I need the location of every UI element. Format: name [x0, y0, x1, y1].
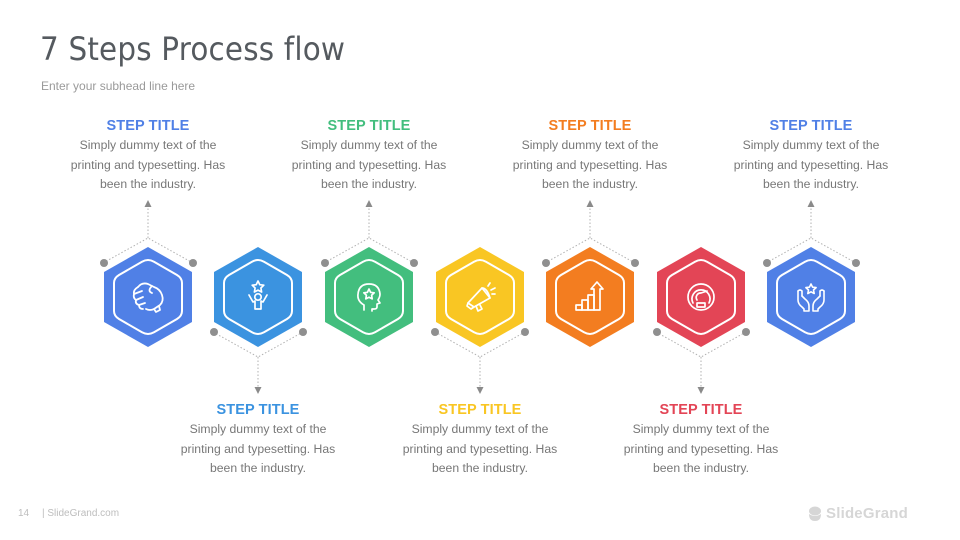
desc-line: printing and typesetting. Has — [291, 157, 447, 172]
step-description: Simply dummy text of the printing and ty… — [163, 420, 353, 479]
step-4-text: STEP TITLE Simply dummy text of the prin… — [385, 400, 575, 479]
step-title: STEP TITLE — [659, 402, 743, 418]
step-1-hexagon — [104, 247, 192, 347]
step-title: STEP TITLE — [327, 118, 411, 134]
megaphone-icon — [466, 282, 496, 312]
desc-line: been the industry. — [321, 177, 417, 191]
step-1-text: STEP TITLE Simply dummy text of the prin… — [53, 116, 243, 195]
step-description: Simply dummy text of the printing and ty… — [274, 136, 464, 195]
brand-logo: SlideGrand — [808, 505, 908, 522]
step-5-text: STEP TITLE Simply dummy text of the prin… — [495, 116, 685, 195]
logo-icon — [809, 506, 821, 521]
desc-line: been the industry. — [542, 177, 638, 191]
desc-line: Simply dummy text of the — [742, 138, 880, 152]
step-description: Simply dummy text of the printing and ty… — [606, 420, 796, 479]
arrow-heads — [144, 200, 815, 394]
desc-line: Simply dummy text of the — [189, 422, 327, 436]
desc-line: printing and typesetting. Has — [70, 157, 226, 172]
arrow-up-icon — [144, 200, 152, 207]
step-6-hexagon — [657, 247, 745, 347]
step-6-text: STEP TITLE Simply dummy text of the prin… — [606, 400, 796, 479]
desc-line: Simply dummy text of the — [521, 138, 659, 152]
desc-line: printing and typesetting. Has — [623, 441, 779, 456]
desc-line: Simply dummy text of the — [300, 138, 438, 152]
desc-line: printing and typesetting. Has — [402, 441, 558, 456]
head-star-icon — [357, 283, 381, 312]
step-2-hexagon — [214, 247, 302, 347]
desc-line: been the industry. — [763, 177, 859, 191]
step-title: STEP TITLE — [769, 118, 853, 134]
step-3-text: STEP TITLE Simply dummy text of the prin… — [274, 116, 464, 195]
connector-dots — [100, 259, 860, 336]
logo-text: SlideGrand — [826, 505, 909, 522]
desc-line: printing and typesetting. Has — [512, 157, 668, 172]
step-3-hexagon — [325, 247, 413, 347]
arrow-up-icon — [807, 200, 815, 207]
step-5-hexagon — [546, 247, 634, 347]
step-4-hexagon — [436, 247, 524, 347]
arrow-down-icon — [476, 387, 484, 394]
speedometer-icon — [687, 283, 715, 311]
arrow-down-icon — [254, 387, 262, 394]
footer-website: | SlideGrand.com — [42, 508, 120, 519]
step-2-text: STEP TITLE Simply dummy text of the prin… — [163, 400, 353, 479]
step-7-hexagon — [767, 247, 855, 347]
handshake-icon — [132, 282, 164, 313]
growth-chart-icon — [575, 281, 604, 311]
connectors-bottom — [212, 331, 747, 388]
step-description: Simply dummy text of the printing and ty… — [53, 136, 243, 195]
step-title: STEP TITLE — [216, 402, 300, 418]
desc-line: Simply dummy text of the — [79, 138, 217, 152]
arrow-down-icon — [697, 387, 705, 394]
page-number: 14 — [18, 508, 30, 519]
desc-line: been the industry. — [100, 177, 196, 191]
desc-line: printing and typesetting. Has — [733, 157, 889, 172]
slide-title: 7 Steps Process flow — [40, 30, 346, 68]
arrow-up-icon — [586, 200, 594, 207]
step-7-text: STEP TITLE Simply dummy text of the prin… — [716, 116, 906, 195]
desc-line: been the industry. — [432, 461, 528, 475]
step-description: Simply dummy text of the printing and ty… — [716, 136, 906, 195]
step-title: STEP TITLE — [438, 402, 522, 418]
step-description: Simply dummy text of the printing and ty… — [495, 136, 685, 195]
desc-line: been the industry. — [653, 461, 749, 475]
step-title: STEP TITLE — [106, 118, 190, 134]
arrow-up-icon — [365, 200, 373, 207]
step-description: Simply dummy text of the printing and ty… — [385, 420, 575, 479]
slide-subhead: Enter your subhead line here — [41, 79, 196, 93]
desc-line: been the industry. — [210, 461, 306, 475]
desc-line: printing and typesetting. Has — [180, 441, 336, 456]
desc-line: Simply dummy text of the — [632, 422, 770, 436]
step-title: STEP TITLE — [548, 118, 632, 134]
desc-line: Simply dummy text of the — [411, 422, 549, 436]
hands-star-icon — [797, 283, 825, 312]
achiever-star-icon — [248, 280, 268, 310]
